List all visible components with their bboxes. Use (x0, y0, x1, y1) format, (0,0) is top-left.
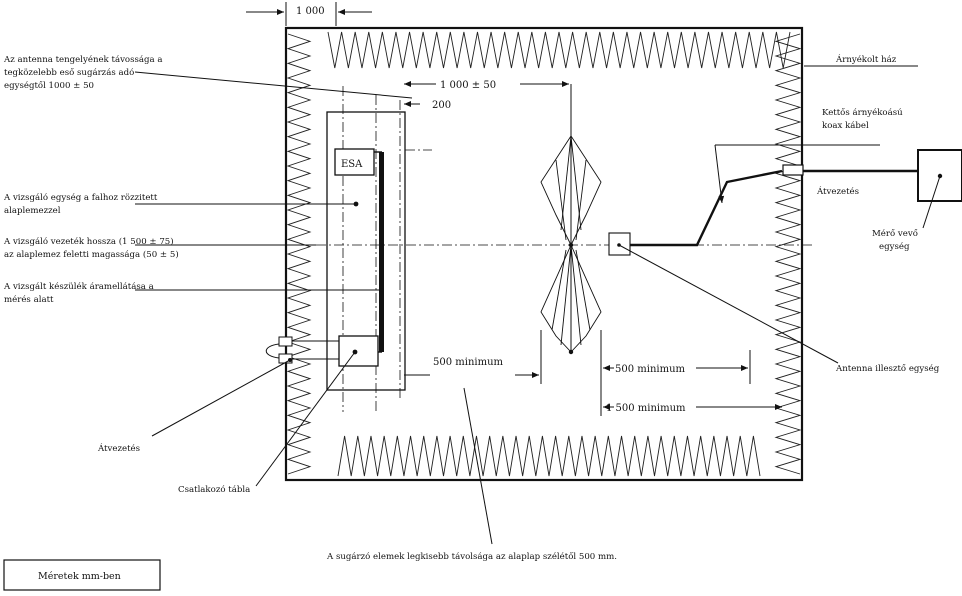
leader-lines (134, 65, 941, 545)
coax-cable-inside (630, 169, 783, 247)
eut-ground-plane-label-1: A vizsgáló egység a falhoz rözzitett (3, 192, 158, 203)
top-gap-label: 1 000 (296, 6, 325, 17)
receiver-label-2: egység (879, 241, 910, 252)
feedthrough-right-label: Átvezetés (816, 185, 859, 197)
coax-label-2: koax kábel (822, 120, 869, 131)
absorber-bottom-row (337, 435, 761, 477)
radiator-distance-label: A sugárzó elemek legkisebb távolsága az … (326, 551, 617, 562)
absorber-top-row (327, 31, 791, 69)
ground-plane (326, 111, 406, 391)
connector-panel-label: Csatlakozó tábla (178, 484, 250, 495)
biconical-antenna (540, 134, 602, 354)
antenna-offset-label: 1 000 ± 50 (440, 80, 496, 91)
antenna-distance-label-3: egységtől 1000 ± 50 (4, 80, 94, 91)
eut-ground-plane-label-2: alaplemezzel (4, 206, 61, 216)
esa-label: ESA (341, 159, 363, 170)
centerlines (316, 86, 812, 412)
min-wall-label: 1 500 minimum (606, 403, 686, 414)
absorber-cones (286, 31, 802, 477)
shielded-enclosure-label: Árnyékolt ház (835, 53, 897, 65)
shielded-enclosure-wall (284, 26, 804, 482)
eut-power-box (338, 335, 379, 367)
min-right-label: 500 minimum (615, 364, 686, 375)
feedthrough-left-label: Átvezetés (97, 442, 140, 454)
absorber-right-column (774, 33, 802, 475)
absorber-left-column (286, 33, 312, 475)
units-legend-label: Méretek mm-ben (38, 571, 121, 582)
wiring-harness (379, 152, 384, 352)
feedthrough-right (782, 164, 804, 176)
antenna-matching-unit-label: Antenna illesztő egység (835, 363, 940, 374)
units-legend-box (3, 559, 161, 591)
coax-label-1: Kettős árnyékoású (822, 107, 903, 118)
harness-length-label-1: A vizsgáló vezeték hossza (1 500 ± 75) (3, 236, 174, 247)
minimum-distance-dimensions (404, 330, 782, 416)
harness-offset-label: 200 (432, 100, 451, 111)
antenna-distance-dimension (404, 81, 572, 136)
antenna-distance-label-1: Az antenna tengelyének távossága a (3, 54, 163, 65)
min-left-label: 500 minimum (433, 357, 504, 368)
harness-length-label-2: az alaplemez feletti magassága (50 ± 5) (4, 249, 179, 260)
feedthrough-left (265, 336, 339, 364)
top-gap-dimension (246, 2, 372, 26)
receiver-label-1: Mérő vevő (872, 228, 918, 239)
receiver-box (917, 149, 962, 202)
eut-power-label-2: mérés alatt (4, 294, 54, 305)
antenna-distance-label-2: tegközelebb eső sugárzás adó (4, 67, 134, 78)
esa-box (334, 148, 375, 176)
eut-power-label-1: A vizsgált készülék áramellátása a (3, 281, 154, 292)
